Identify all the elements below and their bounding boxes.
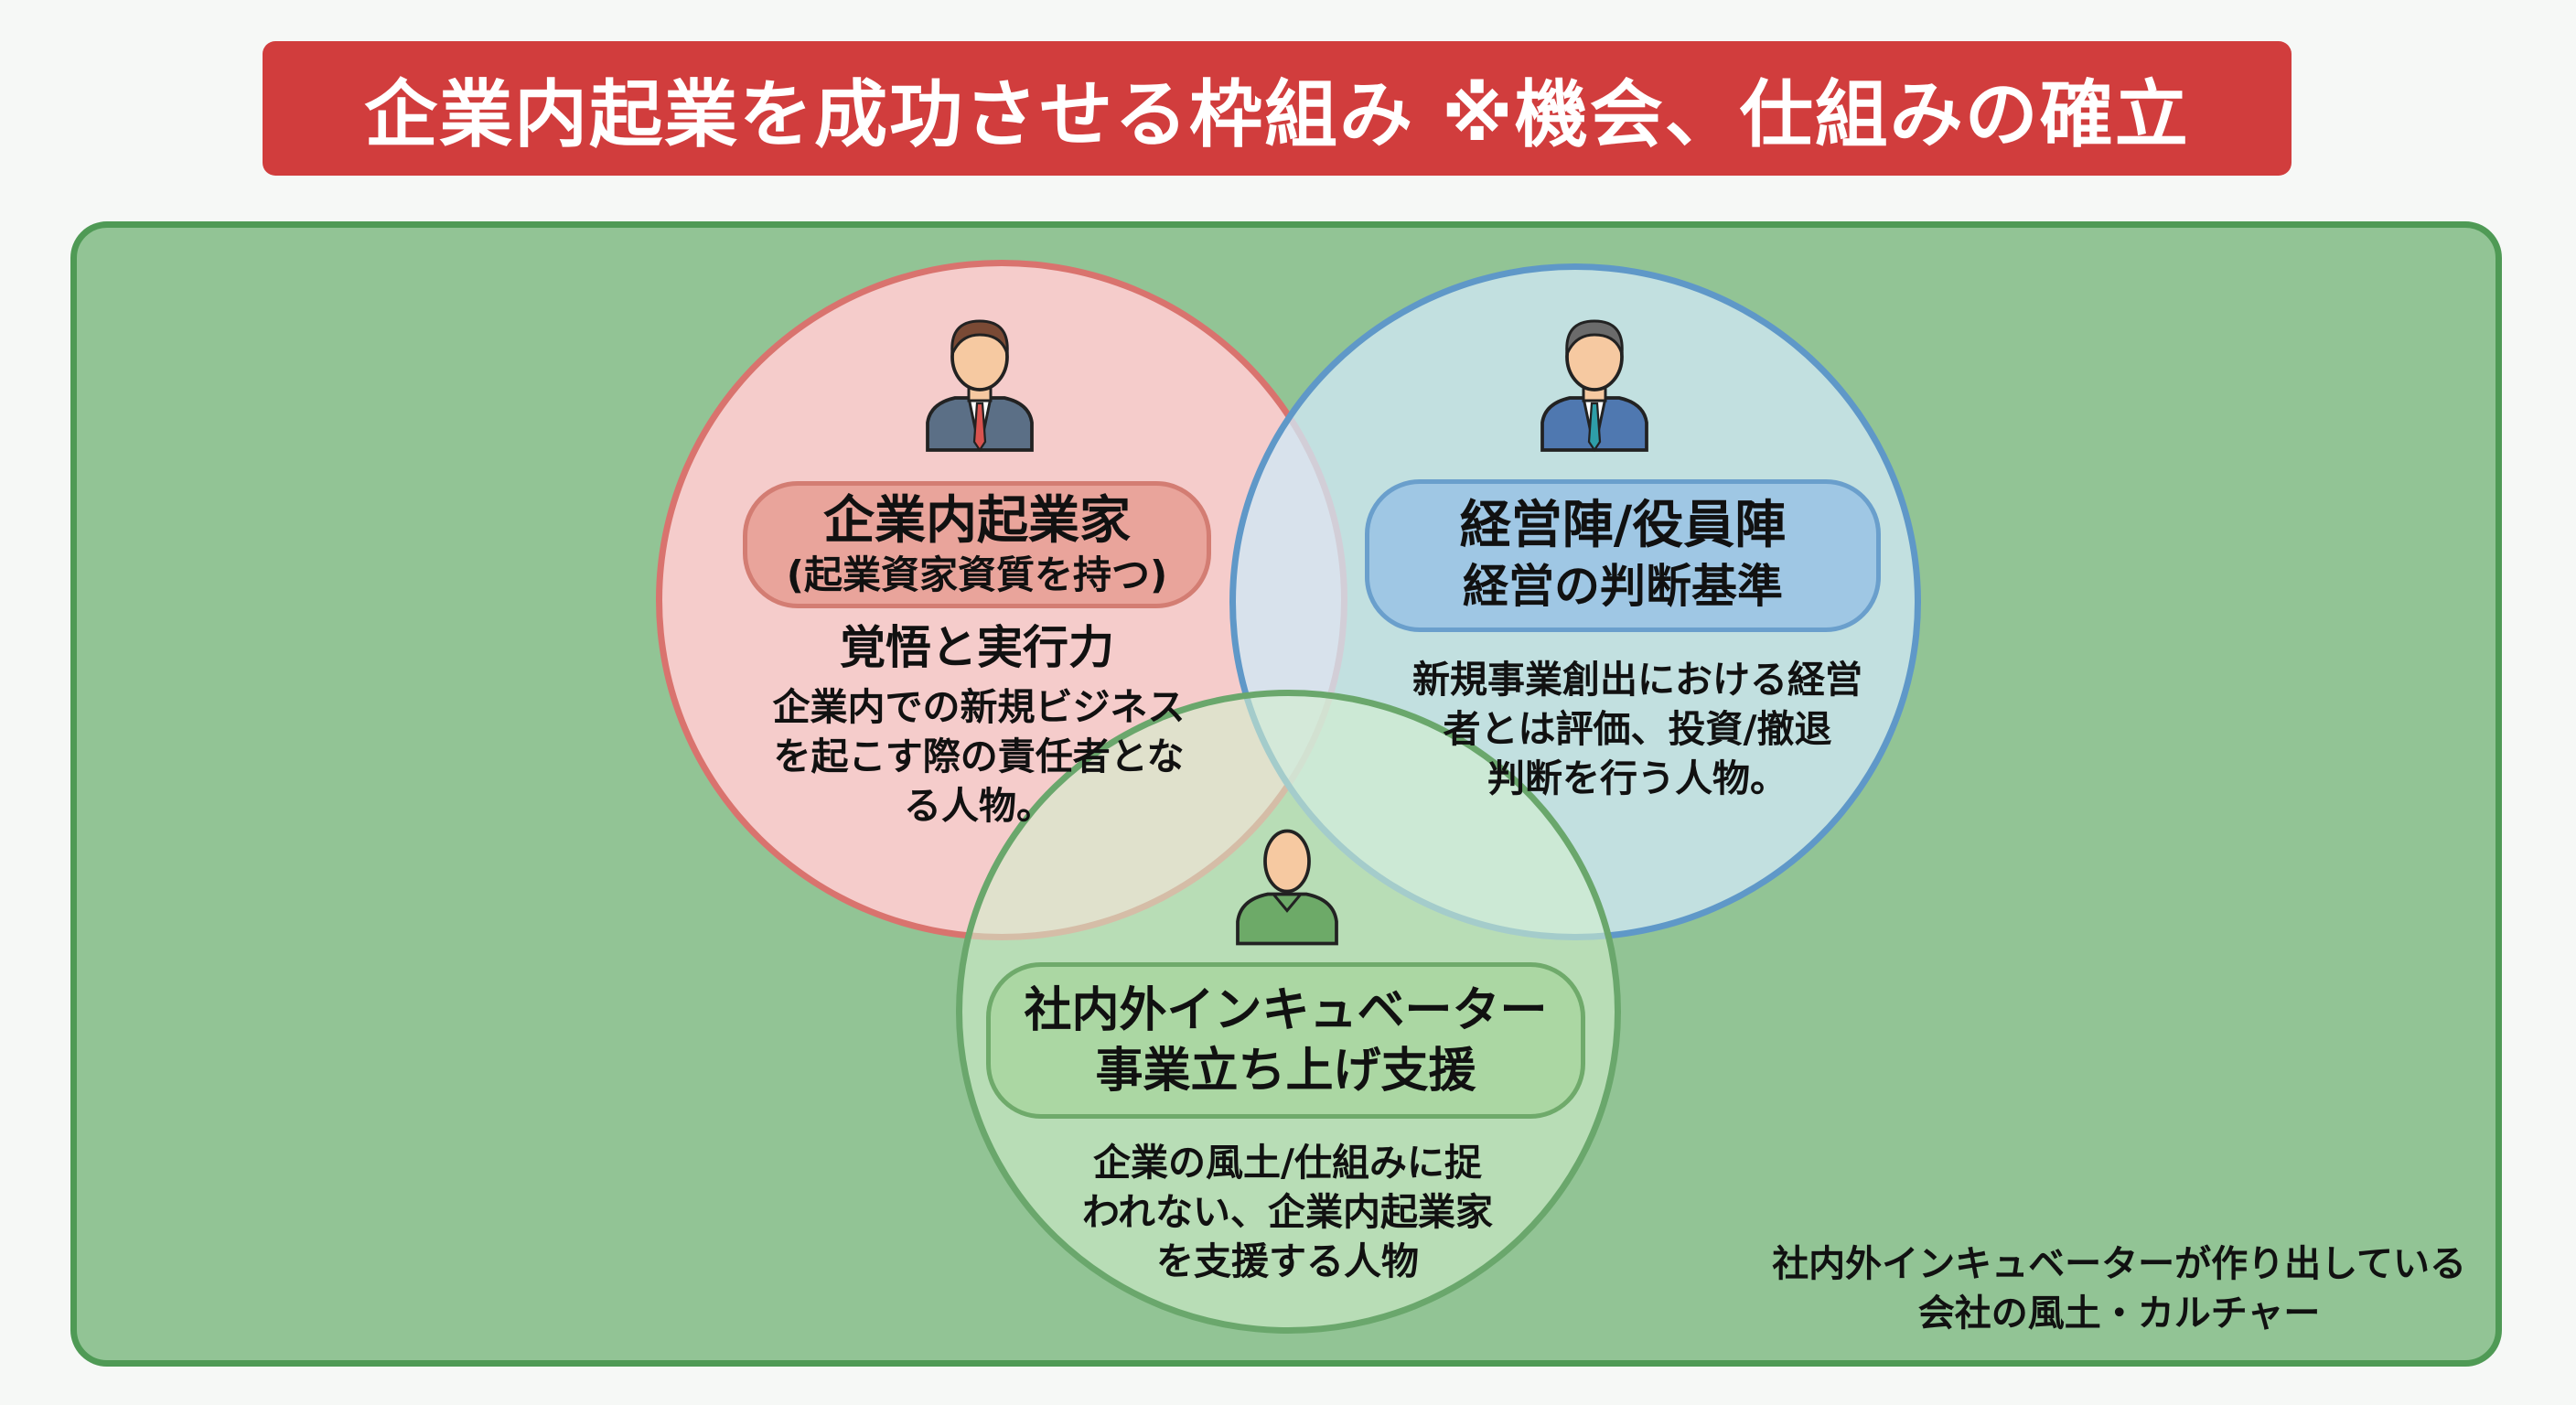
executives-label: 経営陣/役員陣 経営の判断基準 (1365, 479, 1881, 632)
businessman-red-tie-icon (926, 319, 1034, 453)
entrepreneur-label: 企業内起業家 (起業資家資質を持つ) (743, 481, 1211, 608)
culture-note: 社内外インキュベーターが作り出している 会社の風土・カルチャー (1772, 1243, 2466, 1335)
incubator-description: 企業の風土/仕組みに捉 われない、企業内起業家 を支援する人物 (1082, 1141, 1493, 1283)
page-title: 企業内起業を成功させる枠組み ※機会、仕組みの確立 (263, 41, 2292, 176)
entrepreneur-title: 企業内起業家 (823, 490, 1131, 551)
executives-title: 経営陣/役員陣 (1459, 495, 1787, 555)
entrepreneur-subtitle: (起業資家資質を持つ) (786, 552, 1168, 597)
person-green-icon (1236, 829, 1338, 946)
incubator-title: 社内外インキュベーター (1024, 982, 1548, 1038)
businessman-blue-tie-icon (1540, 319, 1648, 453)
executives-subtitle: 経営の判断基準 (1463, 559, 1783, 613)
executives-description: 新規事業創出における経営 者とは評価、投資/撤退 判断を行う人物。 (1412, 658, 1862, 800)
incubator-label: 社内外インキュベーター 事業立ち上げ支援 (986, 962, 1585, 1119)
incubator-subtitle: 事業立ち上げ支援 (1095, 1043, 1476, 1099)
entrepreneur-description: 企業内での新規ビジネス を起こす際の責任者とな る人物。 (772, 685, 1186, 828)
entrepreneur-heading: 覚悟と実行力 (840, 621, 1114, 674)
